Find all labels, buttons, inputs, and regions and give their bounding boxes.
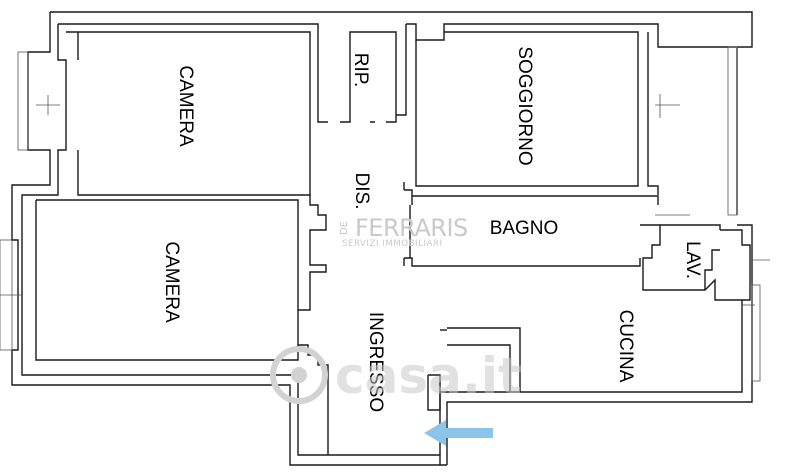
entrance-arrow-icon [424, 420, 493, 446]
room-label-ingresso: INGRESSO [365, 312, 386, 412]
room-label-cucina: CUCINA [615, 310, 636, 383]
room-labels: CAMERA RIP. SOGGIORNO DIS. BAGNO CAMERA … [161, 46, 703, 412]
logo-tagline: SERVIZI IMMOBILIARI [342, 239, 443, 249]
portal-name: casa.it [335, 347, 522, 405]
logo-brand: FERRARIS [355, 214, 468, 242]
room-label-camera-top: CAMERA [175, 65, 196, 147]
room-label-dis: DIS. [351, 173, 372, 210]
room-label-bagno: BAGNO [490, 218, 559, 239]
agency-logo: DE FERRARIS SERVIZI IMMOBILIARI [339, 214, 468, 249]
logo-prefix: DE [339, 221, 350, 235]
room-label-rip: RIP. [350, 53, 371, 88]
room-label-soggiorno: SOGGIORNO [514, 46, 535, 165]
inner-walls [35, 24, 742, 455]
room-label-camera-left: CAMERA [161, 241, 182, 323]
portal-logo-icon [270, 346, 328, 404]
room-label-lav: LAV. [682, 241, 703, 279]
windows [0, 46, 770, 382]
portal-watermark: casa.it [270, 346, 522, 405]
